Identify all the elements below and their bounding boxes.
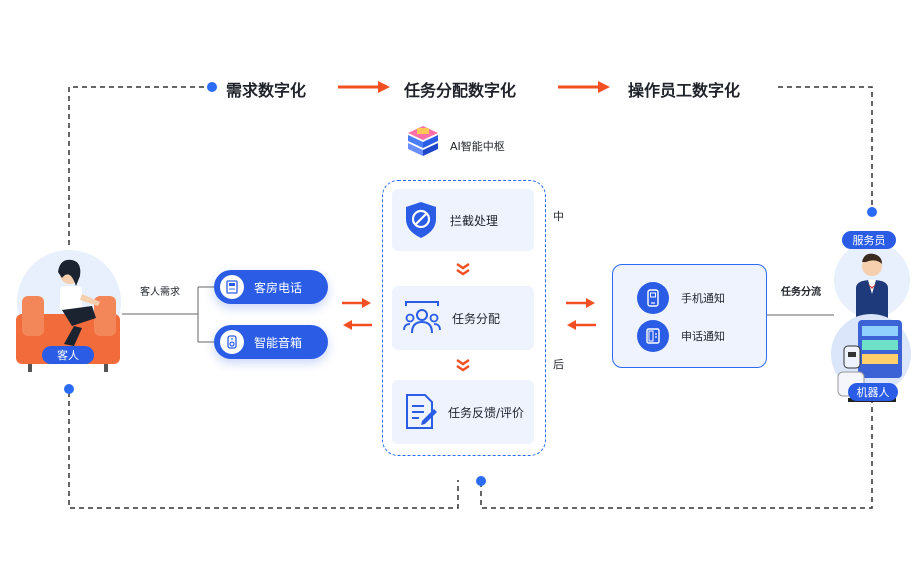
notification-panel xyxy=(612,264,767,368)
flow-step-dispatch: 任务分配数字化 xyxy=(404,81,517,100)
channel-label: 客房电话 xyxy=(254,280,303,295)
card-task-assign[interactable]: 任务分配 xyxy=(392,286,534,350)
bidirectional-arrows-icon xyxy=(342,298,372,330)
waiter-badge: 服务员 xyxy=(842,231,896,249)
robot-badge: 机器人 xyxy=(848,383,898,401)
phone-icon xyxy=(220,275,244,299)
card-intercept[interactable]: 拦截处理 xyxy=(392,189,534,251)
guest-demand-label: 客人需求 xyxy=(140,287,180,298)
guest-illustration xyxy=(16,246,122,376)
flow-step-staff: 操作员工数字化 xyxy=(628,81,741,100)
speaker-icon xyxy=(220,330,244,354)
card-label: 任务反馈/评价 xyxy=(448,405,525,420)
card-feedback[interactable]: 任务反馈/评价 xyxy=(392,380,534,444)
channel-label: 智能音箱 xyxy=(254,335,303,350)
notify-label: 手机通知 xyxy=(681,292,725,305)
side-label-back: 后 xyxy=(553,358,564,371)
waiter-illustration xyxy=(832,240,912,320)
dispatch-label: 任务分流 xyxy=(781,287,821,298)
phone-icon xyxy=(637,320,669,352)
center-bottom-dot xyxy=(476,476,486,486)
notify-mobile[interactable]: 手机通知 xyxy=(637,282,725,314)
side-label-middle: 中 xyxy=(553,210,564,223)
channel-smart-speaker[interactable]: 智能音箱 xyxy=(214,325,328,359)
notify-phone[interactable]: 申话通知 xyxy=(637,320,725,352)
chevron-down-icon xyxy=(456,359,470,372)
robot-illustration xyxy=(830,312,912,404)
card-label: 任务分配 xyxy=(452,311,501,326)
ai-hub-label: AI智能中枢 xyxy=(450,140,505,153)
team-icon xyxy=(403,301,441,334)
arrow-right-icon xyxy=(558,81,610,93)
block-shield-icon xyxy=(406,202,436,238)
ai-hub-cube-icon xyxy=(408,126,438,156)
staff-top-dot xyxy=(867,207,877,217)
arrow-right-icon xyxy=(338,81,390,93)
guest-badge: 客人 xyxy=(42,346,94,364)
flow-step-demand: 需求数字化 xyxy=(226,81,307,100)
bidirectional-arrows-icon xyxy=(566,298,596,330)
guest-bottom-dot xyxy=(64,384,74,394)
feedback-doc-icon xyxy=(406,394,437,429)
channel-room-phone[interactable]: 客房电话 xyxy=(214,270,328,304)
chevron-down-icon xyxy=(456,263,470,276)
notify-label: 申话通知 xyxy=(681,330,725,343)
card-label: 拦截处理 xyxy=(450,213,499,228)
mobile-icon xyxy=(637,282,669,314)
flow-start-dot xyxy=(207,82,217,92)
